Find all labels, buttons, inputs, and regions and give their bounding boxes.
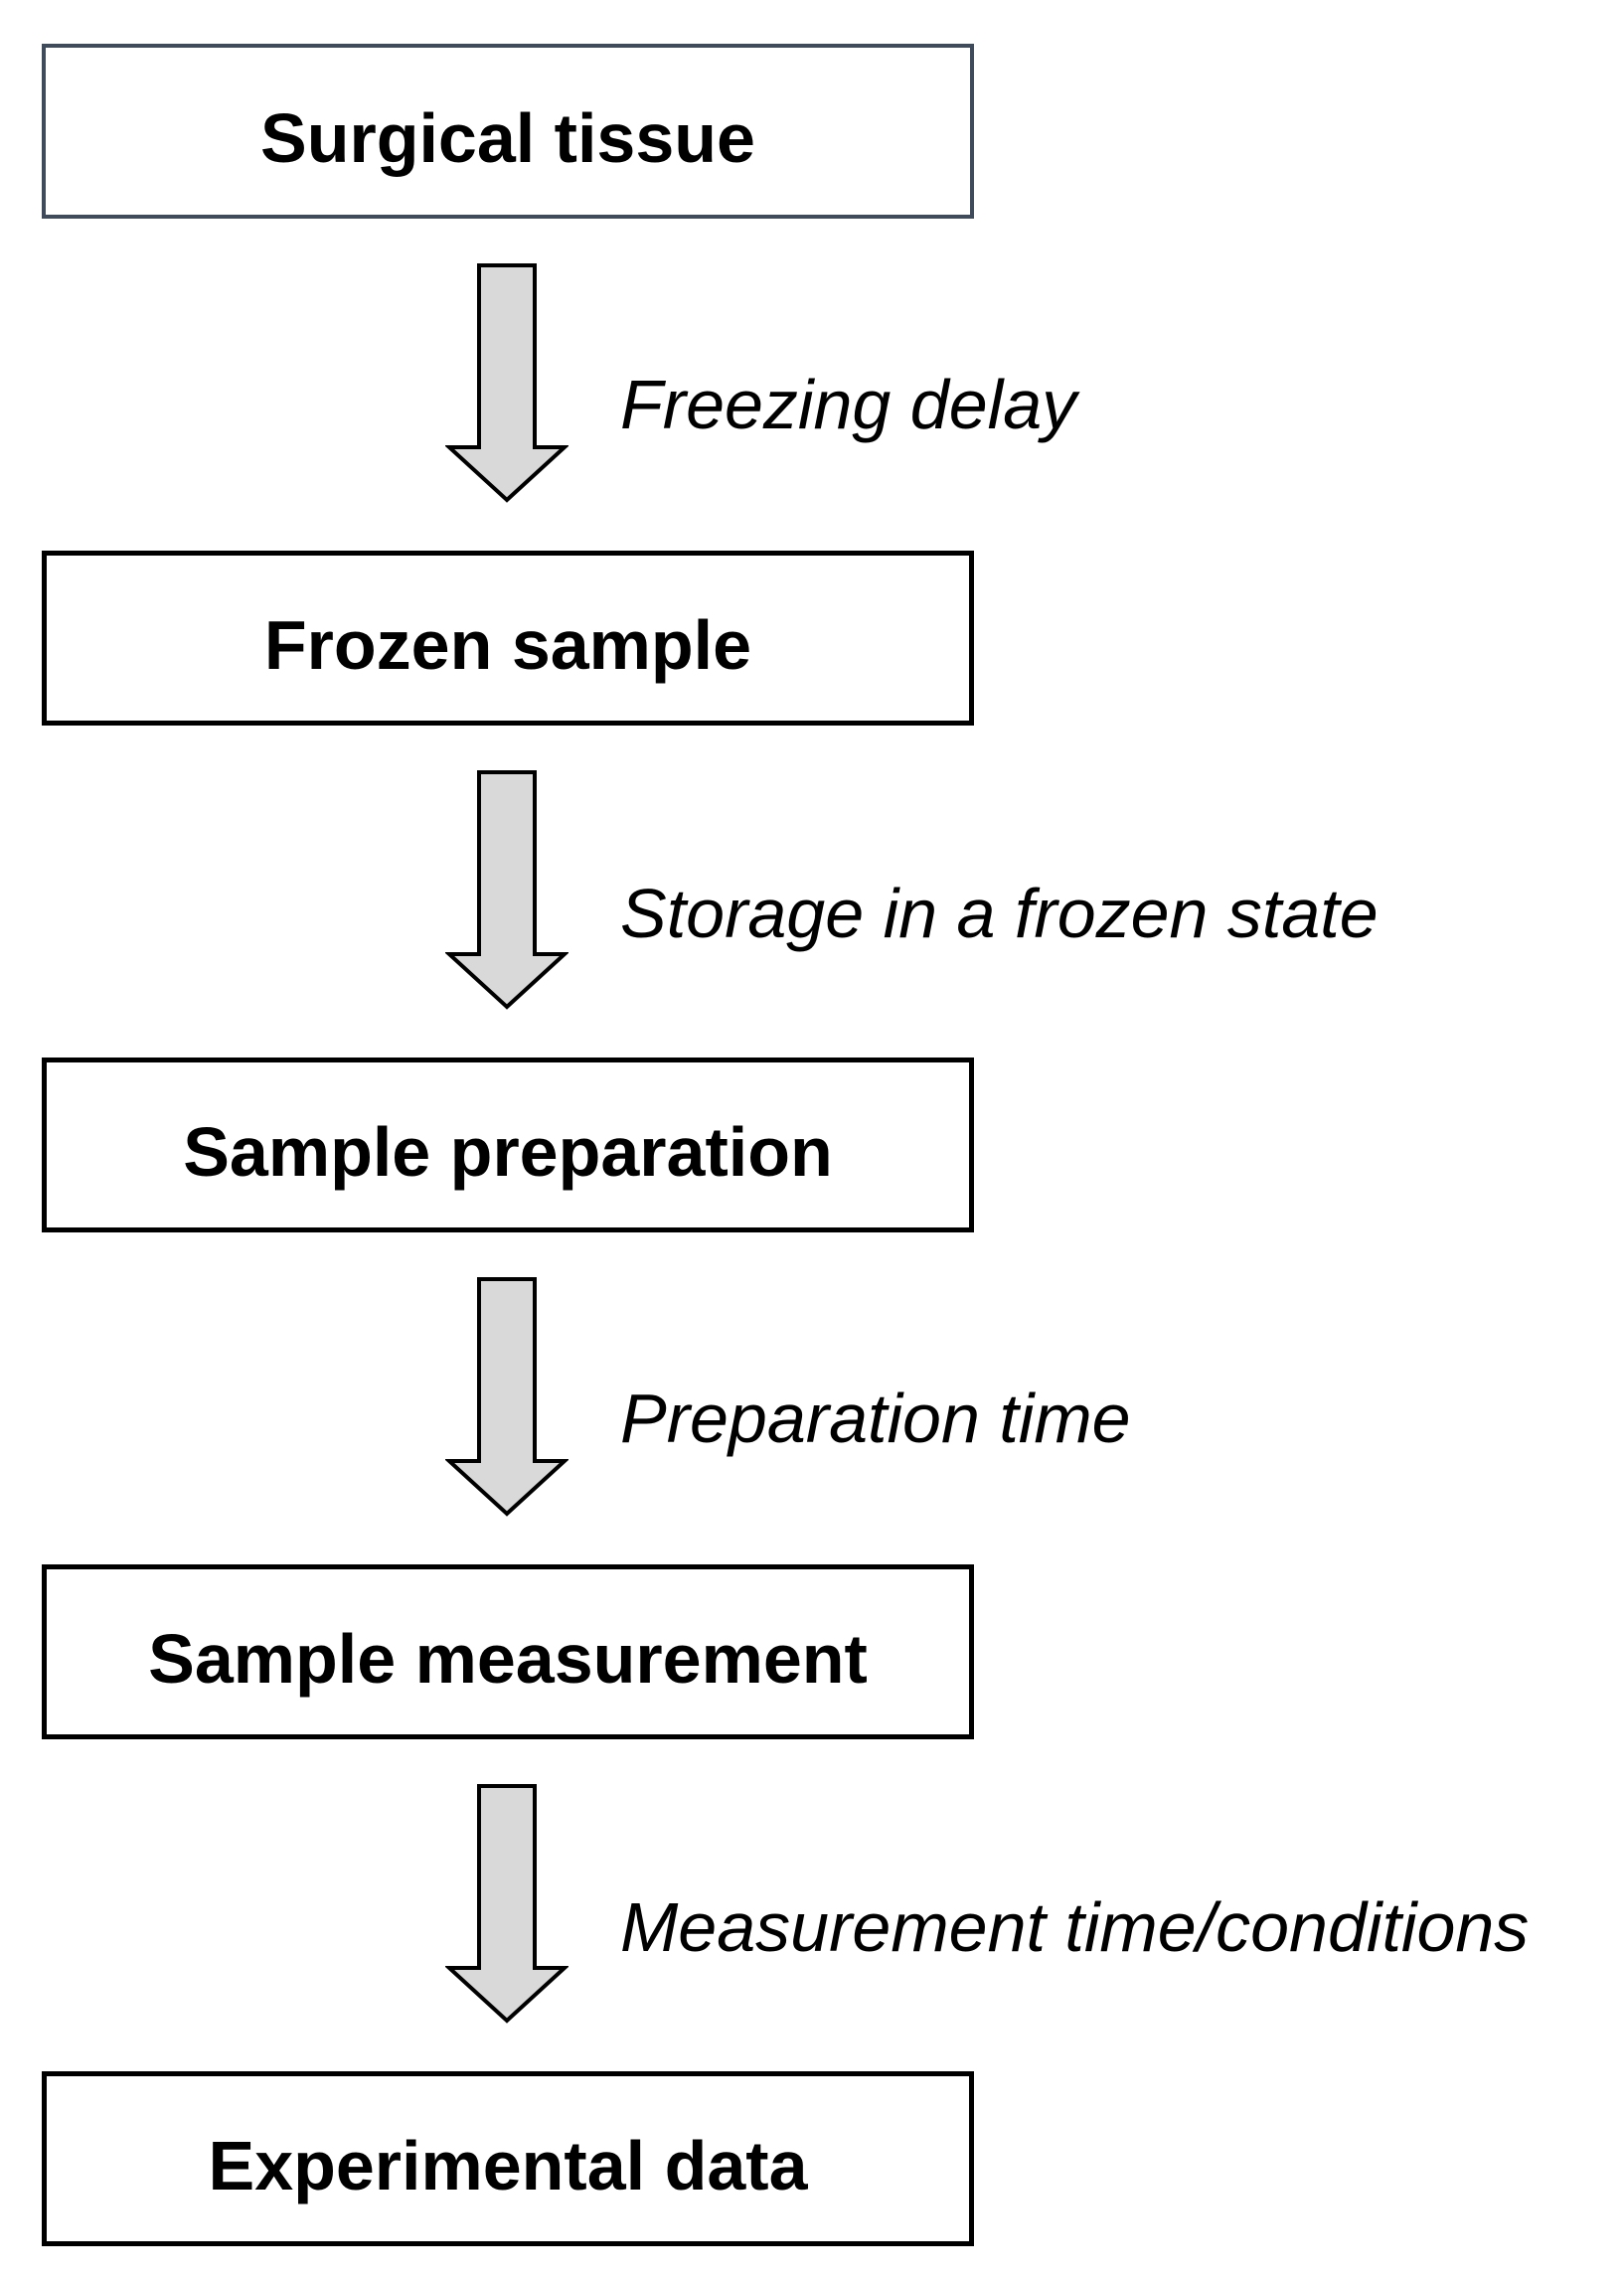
stage-box-sample-preparation: Sample preparation xyxy=(42,1058,974,1232)
stage-label: Experimental data xyxy=(208,2127,808,2204)
stage-label: Sample measurement xyxy=(148,1620,868,1698)
transition-label-measurement: Measurement time/conditions xyxy=(620,1888,1530,1966)
stage-box-experimental-data: Experimental data xyxy=(42,2071,974,2246)
stage-box-frozen-sample: Frozen sample xyxy=(42,551,974,726)
stage-box-sample-measurement: Sample measurement xyxy=(42,1564,974,1739)
stage-label: Sample preparation xyxy=(183,1113,833,1191)
stage-label: Surgical tissue xyxy=(260,99,755,177)
transition-label-preparation-time: Preparation time xyxy=(620,1380,1131,1457)
transition-label-freezing-delay: Freezing delay xyxy=(620,366,1077,443)
down-arrow-icon xyxy=(445,263,568,503)
transition-label-storage: Storage in a frozen state xyxy=(620,875,1379,952)
stage-box-surgical-tissue: Surgical tissue xyxy=(42,44,974,219)
stage-label: Frozen sample xyxy=(263,606,752,684)
down-arrow-icon xyxy=(445,1277,568,1517)
down-arrow-icon xyxy=(445,1784,568,2024)
down-arrow-icon xyxy=(445,770,568,1010)
